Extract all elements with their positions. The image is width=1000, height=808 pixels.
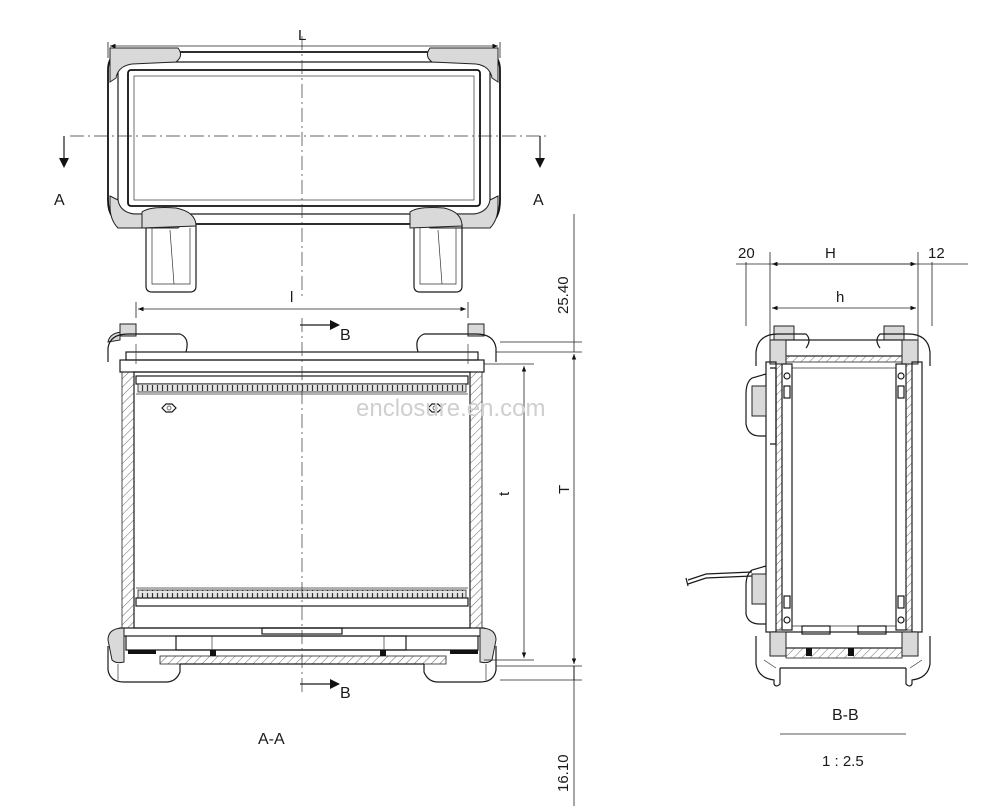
section-aa-view: l B B: [107, 214, 582, 806]
top-view: A A L: [54, 27, 548, 300]
hex-nut-left: [161, 403, 177, 413]
dim-T-label: T: [556, 485, 573, 494]
section-b-label-top: B: [340, 327, 351, 344]
dim-20-label: 20: [738, 245, 755, 262]
watermark-text: enclosure.en.com: [356, 395, 545, 422]
dim-L-label: L: [298, 27, 306, 44]
dim-25-40-label: 25.40: [555, 276, 572, 314]
dim-t-label: t: [496, 491, 513, 496]
section-a-label-right: A: [533, 192, 544, 209]
dim-16-10-label: 16.10: [555, 754, 572, 792]
section-a-label-left: A: [54, 192, 65, 209]
view-bb-title: B-B: [832, 707, 859, 724]
dim-12-label: 12: [928, 245, 945, 262]
dim-H-label: H: [825, 245, 836, 262]
view-aa-title: A-A: [258, 731, 285, 748]
section-b-label-bottom: B: [340, 685, 351, 702]
dim-l-label: l: [290, 289, 293, 306]
section-bb-view: 20 H 12 h: [685, 245, 968, 770]
dim-h-label: h: [836, 289, 844, 306]
hex-nut-right: [427, 403, 443, 413]
scale-label: 1 : 2.5: [822, 753, 864, 770]
